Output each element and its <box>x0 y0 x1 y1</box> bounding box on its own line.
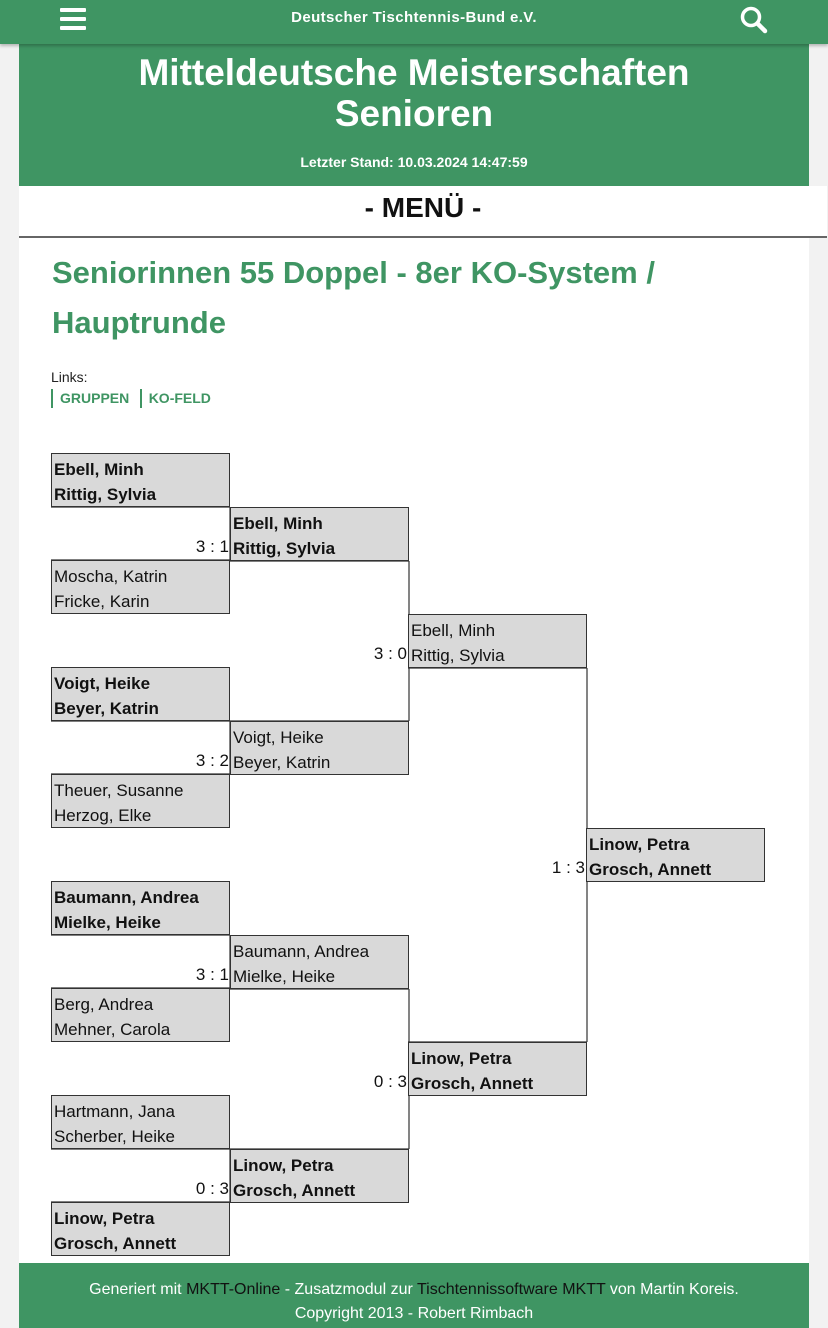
player-name: Linow, Petra <box>54 1209 155 1228</box>
footer-link-mktt[interactable]: Tischtennissoftware MKTT <box>416 1281 606 1298</box>
footer-suffix: von Martin Koreis. <box>605 1281 739 1298</box>
player-name: Grosch, Annett <box>589 860 712 879</box>
match-score: 1 : 3 <box>551 858 585 877</box>
player-name: Herzog, Elke <box>54 806 152 825</box>
links-nav: GRUPPEN KO-FELD <box>51 389 217 409</box>
player-name: Theuer, Susanne <box>54 781 184 800</box>
event-header: Mitteldeutsche Meisterschaften Senioren … <box>19 44 809 186</box>
top-bar: Deutscher Tischtennis-Bund e.V. <box>0 0 828 44</box>
player-name: Mielke, Heike <box>54 913 161 932</box>
footer-link-mktt-online[interactable]: MKTT-Online <box>186 1281 281 1298</box>
player-name: Mehner, Carola <box>54 1020 171 1039</box>
match-score: 3 : 0 <box>373 644 407 663</box>
match-score: 3 : 2 <box>195 751 229 770</box>
footer-credit: Generiert mit MKTT-Online - Zusatzmodul … <box>19 1278 809 1302</box>
player-name: Grosch, Annett <box>54 1234 177 1253</box>
player-name: Linow, Petra <box>233 1156 334 1175</box>
footer-prefix: Generiert mit <box>89 1281 187 1298</box>
section-title: Seniorinnen 55 Doppel - 8er KO-System / … <box>52 255 655 340</box>
event-title: Mitteldeutsche Meisterschaften Senioren <box>19 52 809 134</box>
player-name: Mielke, Heike <box>233 967 336 986</box>
player-name: Voigt, Heike <box>233 728 324 747</box>
link-ko-feld[interactable]: KO-FELD <box>139 389 211 408</box>
player-name: Beyer, Katrin <box>54 699 159 718</box>
link-gruppen[interactable]: GRUPPEN <box>51 389 129 408</box>
player-name: Rittig, Sylvia <box>411 646 505 665</box>
player-name: Rittig, Sylvia <box>54 485 157 504</box>
event-title-line1: Mitteldeutsche Meisterschaften <box>138 52 690 93</box>
match-score: 3 : 1 <box>195 965 229 984</box>
player-name: Linow, Petra <box>589 835 690 854</box>
last-update: Letzter Stand: 10.03.2024 14:47:59 <box>300 154 528 170</box>
player-name: Ebell, Minh <box>54 460 144 479</box>
player-name: Grosch, Annett <box>411 1074 534 1093</box>
player-name: Baumann, Andrea <box>233 942 370 961</box>
footer: Generiert mit MKTT-Online - Zusatzmodul … <box>19 1263 809 1328</box>
hamburger-menu-icon[interactable] <box>60 8 88 30</box>
player-name: Beyer, Katrin <box>233 753 331 772</box>
match-score: 3 : 1 <box>195 537 229 556</box>
player-name: Rittig, Sylvia <box>233 539 336 558</box>
match-score: 0 : 3 <box>373 1072 407 1091</box>
player-name: Grosch, Annett <box>233 1181 356 1200</box>
footer-mid: - Zusatzmodul zur <box>280 1281 417 1298</box>
player-name: Linow, Petra <box>411 1049 512 1068</box>
footer-copyright: Copyright 2013 - Robert Rimbach <box>294 1305 534 1322</box>
player-name: Ebell, Minh <box>233 514 323 533</box>
player-name: Berg, Andrea <box>54 995 154 1014</box>
player-name: Scherber, Heike <box>54 1127 175 1146</box>
site-title[interactable]: Deutscher Tischtennis-Bund e.V. <box>291 9 537 26</box>
search-icon[interactable] <box>738 4 770 36</box>
event-title-line2: Senioren <box>334 93 494 134</box>
links-label: Links: <box>51 369 88 385</box>
player-name: Voigt, Heike <box>54 674 151 693</box>
player-name: Fricke, Karin <box>54 592 150 611</box>
match-score: 0 : 3 <box>195 1179 229 1198</box>
player-name: Moscha, Katrin <box>54 567 168 586</box>
player-name: Hartmann, Jana <box>54 1102 175 1121</box>
player-name: Ebell, Minh <box>411 621 496 640</box>
player-name: Baumann, Andrea <box>54 888 199 907</box>
menu-toggle[interactable]: - MENÜ - <box>19 186 827 238</box>
